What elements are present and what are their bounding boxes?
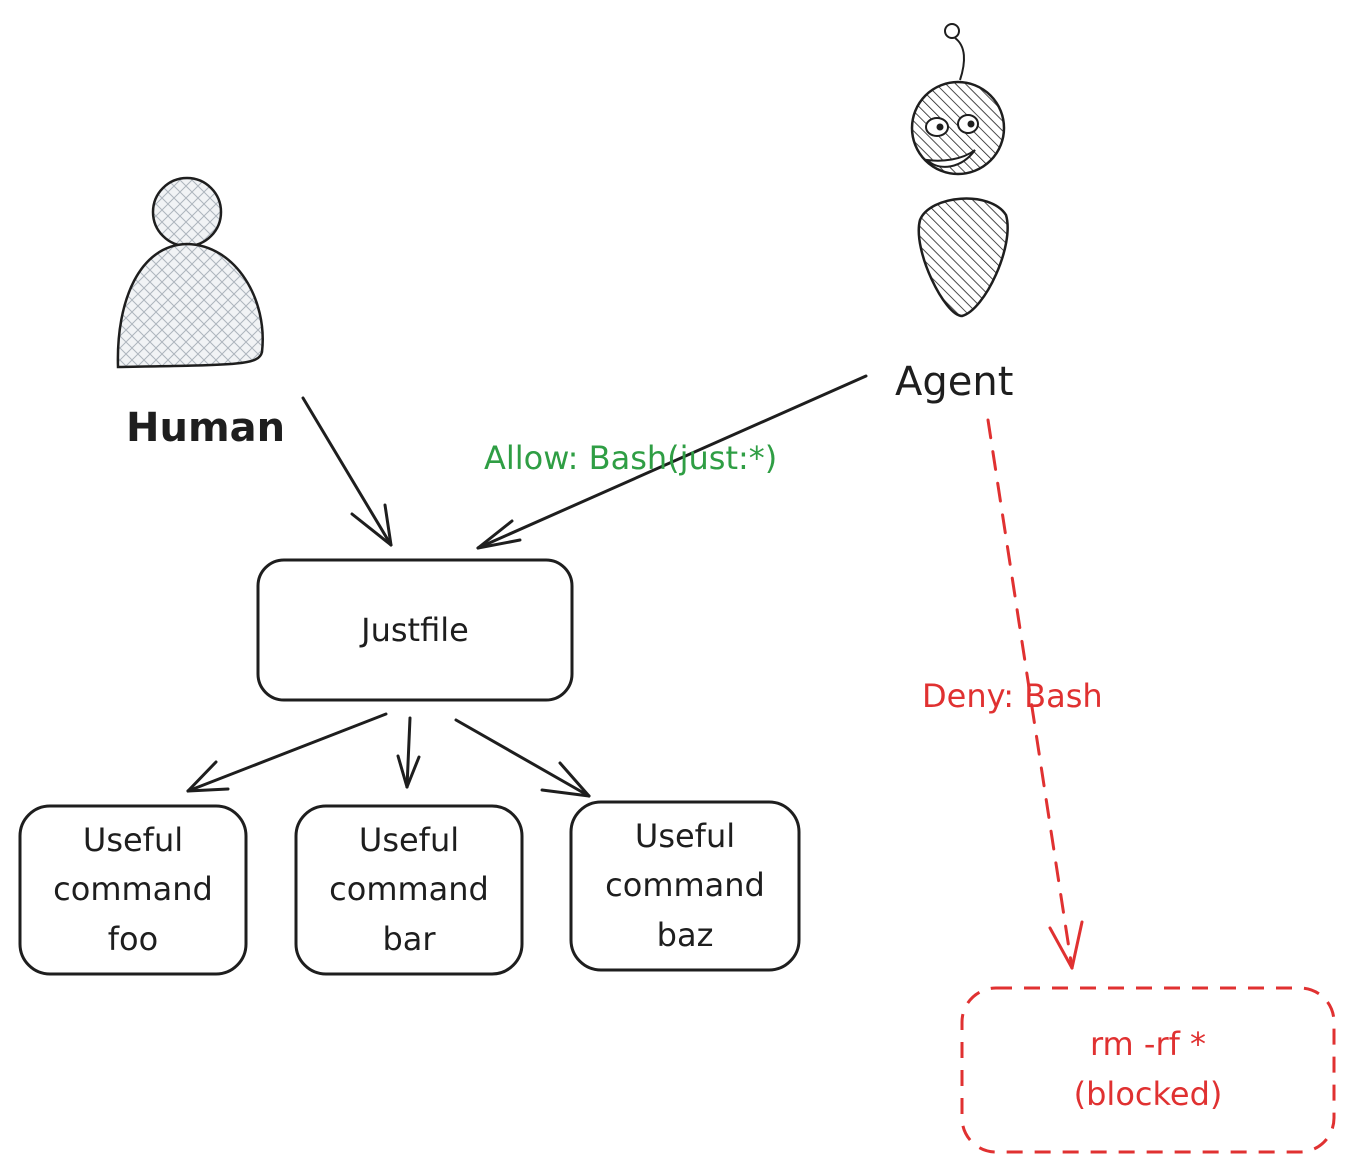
allow-label: Allow: Bash(just:*) [484, 439, 778, 477]
human-to-justfile-arrow [301, 396, 393, 547]
human-icon [116, 176, 264, 369]
blocked-label: rm -rf * (blocked) [962, 988, 1334, 1152]
justfile-text: Justfile [361, 611, 469, 649]
command-baz-line-2: command [605, 866, 765, 905]
blocked-line-2: (blocked) [1073, 1075, 1223, 1113]
command-foo-label: Useful command foo [20, 806, 246, 974]
command-bar-line-1: Useful [358, 820, 460, 859]
command-bar-box [294, 804, 524, 976]
command-foo-line-2: command [53, 870, 213, 909]
command-baz-line-3: baz [656, 915, 714, 954]
deny-label: Deny: Bash [922, 677, 1103, 715]
command-bar-line-2: command [329, 870, 489, 909]
justfile-label: Justfile [258, 560, 572, 700]
command-baz-box [569, 800, 801, 972]
command-baz-label: Useful command baz [571, 802, 799, 970]
command-foo-line-3: foo [107, 919, 159, 958]
justfile-to-foo-arrow [186, 712, 388, 793]
robot-icon [910, 23, 1009, 318]
command-foo-box [18, 804, 248, 976]
command-foo-line-1: Useful [82, 820, 184, 859]
human-label: Human [126, 405, 286, 451]
agent-to-justfile-arrow [476, 374, 868, 550]
blocked-line-1: rm -rf * [1089, 1025, 1207, 1064]
command-bar-line-3: bar [382, 919, 436, 958]
agent-to-blocked-arrow [986, 418, 1084, 970]
agent-label: Agent [895, 359, 1014, 405]
command-bar-label: Useful command bar [296, 806, 522, 974]
blocked-box [960, 986, 1336, 1154]
justfile-to-bar-arrow [396, 716, 421, 789]
justfile-to-baz-arrow [454, 718, 591, 798]
command-baz-line-1: Useful [634, 816, 736, 855]
justfile-box [256, 558, 574, 702]
